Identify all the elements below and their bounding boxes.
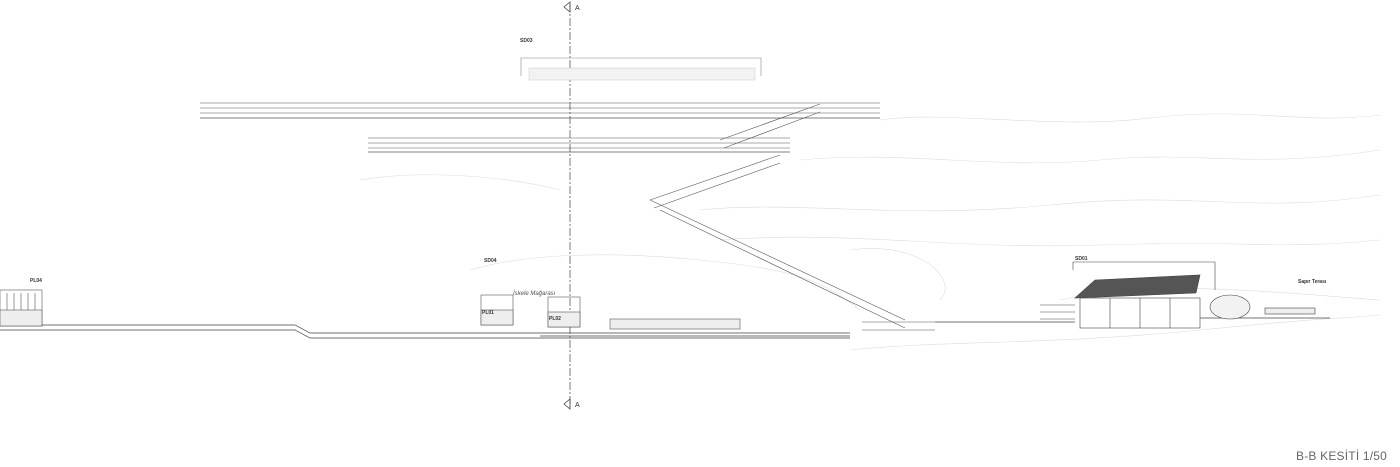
upper-deck — [200, 102, 880, 119]
canopy-sd03 — [520, 57, 762, 81]
unit-pl04 — [0, 289, 43, 327]
cave-label: İskele Mağarası — [513, 290, 556, 297]
tag-pl04: PL04 — [30, 278, 42, 284]
tag-pl01: PL01 — [482, 310, 494, 316]
section-marker-top — [563, 1, 571, 13]
stair-flights — [649, 103, 935, 331]
drawing-title: B-B KESİTİ 1/50 — [1296, 449, 1388, 463]
kiosk-block — [609, 318, 741, 330]
tag-sd04: SD04 — [484, 258, 497, 264]
tag-sd03: SD03 — [520, 38, 533, 44]
section-marker-bottom — [563, 398, 571, 410]
pavilion-sd01 — [1040, 261, 1316, 329]
section-marker-bottom-label: A — [575, 402, 580, 409]
tag-pl02: PL02 — [549, 316, 561, 322]
section-marker-top-label: A — [575, 5, 580, 12]
terrace-label: Sapır Terası — [1298, 279, 1327, 285]
unit-pl01 — [480, 294, 514, 326]
unit-pl02 — [547, 296, 581, 328]
middle-deck — [368, 137, 790, 153]
tag-sd01: SD01 — [1075, 256, 1088, 262]
